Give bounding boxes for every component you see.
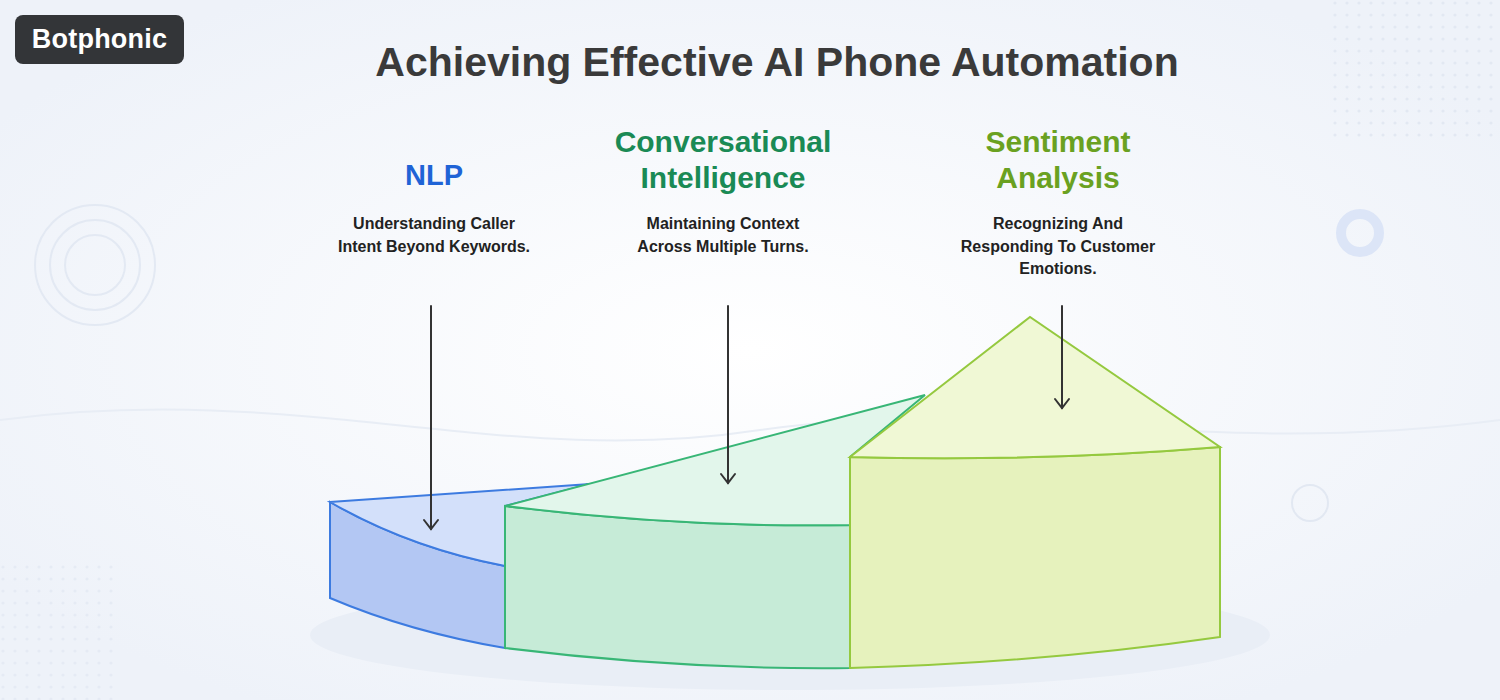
section-heading: Conversational Intelligence bbox=[583, 124, 863, 196]
wave-decoration bbox=[0, 409, 1500, 440]
ring-decoration bbox=[1341, 214, 1379, 252]
pie-slice-side bbox=[505, 506, 850, 668]
leader-arrow bbox=[424, 306, 1069, 529]
section-description: Maintaining Context Across Multiple Turn… bbox=[625, 213, 821, 258]
pie-slice-top bbox=[850, 317, 1220, 458]
ring-decoration bbox=[1292, 485, 1328, 521]
logo-badge: Botphonic bbox=[15, 15, 184, 64]
logo-text: Botphonic bbox=[32, 24, 167, 55]
dot-pattern bbox=[0, 560, 120, 700]
dot-pattern bbox=[1330, 0, 1500, 140]
section-description: Recognizing And Responding To Customer E… bbox=[960, 213, 1156, 281]
pie-slice-side bbox=[850, 447, 1220, 668]
section-heading: Sentiment Analysis bbox=[938, 124, 1178, 196]
diagram-title: Achieving Effective AI Phone Automation bbox=[277, 38, 1277, 86]
section-description: Understanding Caller Intent Beyond Keywo… bbox=[336, 213, 532, 258]
section-heading: NLP bbox=[314, 157, 554, 193]
ring-decoration bbox=[35, 205, 155, 325]
